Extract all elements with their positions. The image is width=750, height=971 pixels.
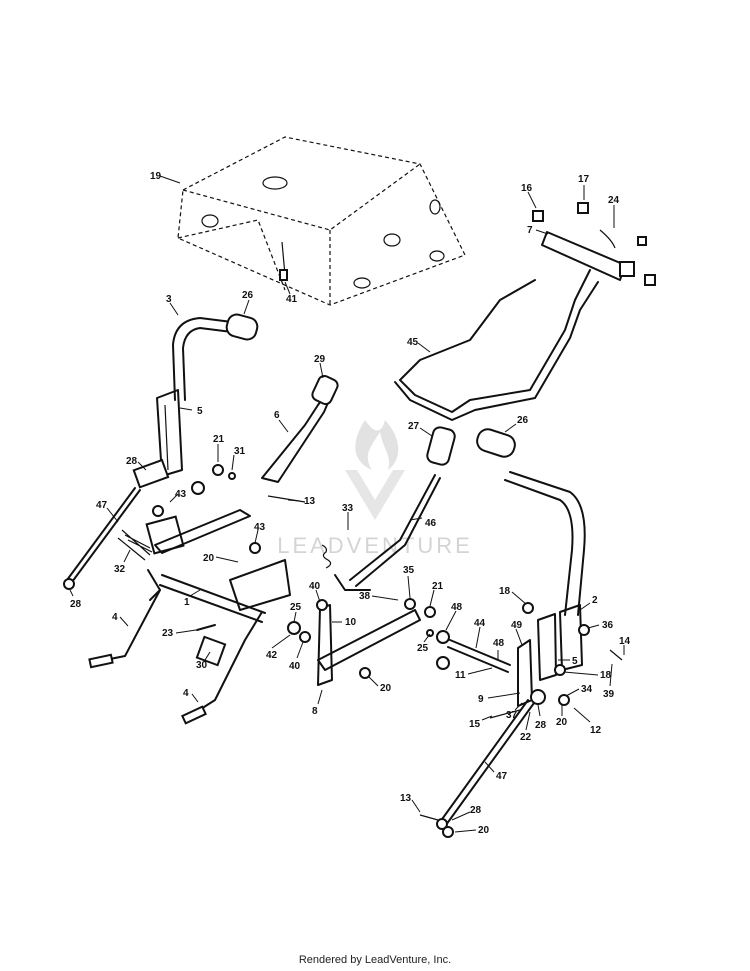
callout-47: 47 bbox=[496, 771, 508, 782]
callout-25: 25 bbox=[417, 643, 429, 654]
callout-42: 42 bbox=[266, 650, 278, 661]
callout-12: 12 bbox=[590, 725, 602, 736]
callout-43: 43 bbox=[254, 522, 266, 533]
callout-49: 49 bbox=[511, 620, 523, 631]
callout-30: 30 bbox=[196, 660, 208, 671]
link-10-8 bbox=[287, 544, 421, 686]
callout-40: 40 bbox=[309, 581, 321, 592]
callout-28: 28 bbox=[126, 456, 138, 467]
callout-34: 34 bbox=[581, 684, 593, 695]
callout-45: 45 bbox=[407, 337, 419, 348]
callout-25: 25 bbox=[290, 602, 302, 613]
callout-14: 14 bbox=[619, 636, 631, 647]
rod-47-left bbox=[63, 458, 205, 590]
callout-28: 28 bbox=[535, 720, 547, 731]
callout-18: 18 bbox=[600, 670, 612, 681]
callout-16: 16 bbox=[521, 183, 533, 194]
callout-26: 26 bbox=[242, 290, 254, 301]
callout-36: 36 bbox=[602, 620, 614, 631]
callout-21: 21 bbox=[213, 434, 225, 445]
callout-39: 39 bbox=[603, 689, 615, 700]
callout-20: 20 bbox=[380, 683, 392, 694]
callout-40: 40 bbox=[289, 661, 301, 672]
callout-2: 2 bbox=[592, 595, 598, 606]
callout-5: 5 bbox=[572, 656, 578, 667]
callout-35: 35 bbox=[403, 565, 415, 576]
callout-4: 4 bbox=[183, 688, 189, 699]
callout-20: 20 bbox=[203, 553, 215, 564]
callout-20: 20 bbox=[556, 717, 568, 728]
rod-47-right bbox=[419, 699, 535, 838]
callout-47: 47 bbox=[96, 500, 108, 511]
rockshaft-1 bbox=[147, 509, 291, 623]
callout-3: 3 bbox=[166, 294, 172, 305]
callout-9: 9 bbox=[478, 694, 484, 705]
callout-38: 38 bbox=[359, 591, 371, 602]
rods-4 bbox=[88, 589, 263, 725]
callout-21: 21 bbox=[432, 581, 444, 592]
footer-credit: Rendered by LeadVenture, Inc. bbox=[298, 954, 452, 966]
callout-33: 33 bbox=[342, 503, 354, 514]
callout-6: 6 bbox=[274, 410, 280, 421]
fender-pan bbox=[177, 136, 466, 306]
callout-8: 8 bbox=[312, 706, 318, 717]
lift-handle-2 bbox=[476, 428, 586, 671]
callout-29: 29 bbox=[314, 354, 326, 365]
callout-31: 31 bbox=[234, 446, 246, 457]
callout-15: 15 bbox=[469, 719, 481, 730]
callout-13: 13 bbox=[304, 496, 316, 507]
watermark-text: LEADVENTURE bbox=[277, 533, 473, 558]
callout-28: 28 bbox=[70, 599, 82, 610]
callout-24: 24 bbox=[608, 195, 620, 206]
callout-10: 10 bbox=[345, 617, 357, 628]
watermark: LEADVENTURE bbox=[277, 420, 473, 558]
callout-18: 18 bbox=[499, 586, 511, 597]
callout-1: 1 bbox=[184, 597, 190, 608]
bracket-5 bbox=[404, 598, 623, 719]
lift-handle-3 bbox=[156, 313, 259, 477]
spring-32 bbox=[117, 505, 261, 561]
callout-22: 22 bbox=[520, 732, 532, 743]
callout-23: 23 bbox=[162, 628, 174, 639]
callout-48: 48 bbox=[451, 602, 463, 613]
callout-17: 17 bbox=[578, 174, 590, 185]
callout-20: 20 bbox=[478, 825, 490, 836]
callout-37: 37 bbox=[506, 710, 518, 721]
callout-44: 44 bbox=[474, 618, 486, 629]
callout-27: 27 bbox=[408, 421, 420, 432]
callout-43: 43 bbox=[175, 489, 187, 500]
callout-41: 41 bbox=[286, 294, 298, 305]
callout-46: 46 bbox=[425, 518, 437, 529]
rod-46 bbox=[334, 426, 456, 591]
lever-6 bbox=[212, 374, 339, 503]
deck-lift-bracket bbox=[532, 202, 656, 286]
callout-5: 5 bbox=[197, 406, 203, 417]
handle-45 bbox=[394, 269, 599, 421]
callout-4: 4 bbox=[112, 612, 118, 623]
callout-11: 11 bbox=[455, 670, 466, 681]
callout-48: 48 bbox=[493, 638, 505, 649]
callout-13: 13 bbox=[400, 793, 412, 804]
callout-28: 28 bbox=[470, 805, 482, 816]
callout-7: 7 bbox=[527, 225, 533, 236]
callout-26: 26 bbox=[517, 415, 529, 426]
callout-19: 19 bbox=[150, 171, 162, 182]
callouts: 19 41 16 17 24 7 45 3 26 29 5 6 21 31 13… bbox=[69, 171, 631, 836]
callout-32: 32 bbox=[114, 564, 126, 575]
